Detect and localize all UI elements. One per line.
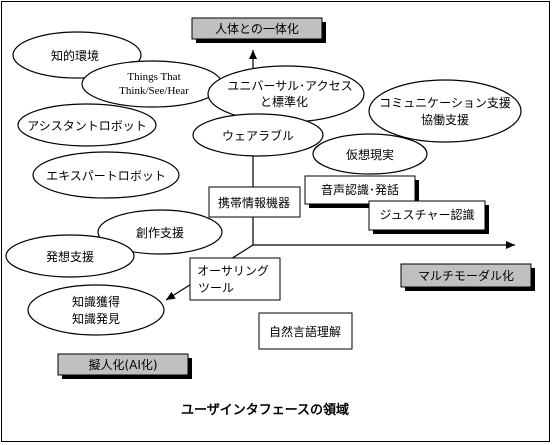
- ellipse-things-text-line1: Things That: [127, 71, 180, 83]
- ellipse-virtual-reality: 仮想現実: [312, 133, 428, 175]
- axis-label-right-text: マルチモーダル化: [418, 268, 514, 283]
- axis-label-up-text: 人体との一体化: [215, 22, 299, 36]
- ellipse-communication-text-line1: コミュニケーション支援: [379, 96, 511, 110]
- box-natural-language: 自然言語理解: [258, 312, 353, 350]
- ellipse-knowledge-acquisition: 知識獲得 知識発見: [27, 284, 165, 336]
- box-authoring-tool-text-line2: ツール: [198, 281, 234, 295]
- box-gesture-recognition-text: ジュスチャー認識: [379, 207, 474, 222]
- ellipse-virtual-reality-text: 仮想現実: [346, 147, 394, 162]
- ellipse-things-text-line2: Think/See/Hear: [119, 85, 189, 97]
- ellipse-wearable-text: ウェアラブル: [222, 128, 294, 143]
- axis-label-down-left: 擬人化(AI化): [57, 353, 192, 379]
- ellipse-universal-access: ユニバーサル･アクセス と標準化: [207, 65, 365, 123]
- ellipse-expert-robot-text: エキスパートロボット: [46, 169, 166, 183]
- ellipse-idea-support: 発想支援: [5, 234, 135, 278]
- axis-label-down-left-text: 擬人化(AI化): [88, 357, 157, 372]
- ellipse-communication-text-line2: 協働支援: [421, 112, 469, 127]
- axis-label-up: 人体との一体化: [191, 17, 326, 43]
- box-natural-language-text: 自然言語理解: [269, 324, 341, 339]
- ellipse-wearable: ウェアラブル: [192, 113, 324, 157]
- ellipse-chiteki-kankyo-text: 知的環境: [51, 48, 99, 63]
- box-authoring-tool: オーサリング ツール: [189, 257, 281, 301]
- box-mobile-devices-text: 携帯情報機器: [218, 195, 290, 210]
- ellipse-knowledge-text-line1: 知識獲得: [72, 294, 120, 309]
- ellipse-expert-robot: エキスパートロボット: [32, 151, 180, 199]
- ellipse-communication-support: コミュニケーション支援 協働支援: [368, 79, 522, 143]
- box-authoring-tool-text-line1: オーサリング: [197, 264, 269, 278]
- box-voice-recognition-text: 音声認識･発話: [321, 182, 399, 197]
- ellipse-universal-text-line2: と標準化: [260, 94, 308, 109]
- ellipse-universal-text-line1: ユニバーサル･アクセス: [227, 79, 352, 93]
- ellipse-assistant-robot-text: アシスタントロボット: [27, 119, 147, 133]
- ellipse-creative-support: 創作支援: [97, 209, 223, 255]
- box-gesture-recognition: ジュスチャー認識: [368, 200, 489, 234]
- diagram-caption: ユーザインタフェースの領域: [181, 402, 349, 418]
- ellipse-knowledge-text-line2: 知識発見: [72, 312, 120, 326]
- box-mobile-devices: 携帯情報機器: [208, 186, 301, 218]
- ellipse-things-that-think: Things That Think/See/Hear: [81, 60, 223, 108]
- axis-label-right: マルチモーダル化: [400, 263, 535, 291]
- ellipse-creative-support-text: 創作支援: [136, 226, 184, 240]
- ellipse-assistant-robot: アシスタントロボット: [17, 103, 157, 147]
- ellipse-idea-support-text: 発想支援: [46, 249, 94, 264]
